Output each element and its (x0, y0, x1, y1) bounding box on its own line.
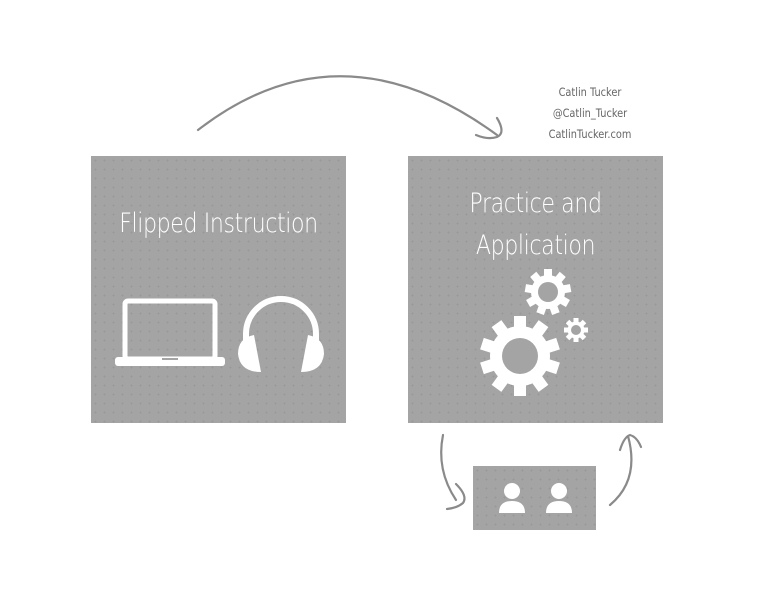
headphones-icon (238, 296, 324, 372)
practice-title-line2: Application (475, 230, 596, 261)
gears-icon (480, 269, 588, 396)
collaboration-box (473, 466, 596, 530)
flipped-instruction-title: Flipped Instruction (119, 208, 318, 239)
credit-name: Catlin Tucker (558, 85, 622, 99)
practice-title-line1: Practice and (469, 188, 602, 219)
flipped-instruction-box: Flipped Instruction (91, 156, 346, 423)
credit-website: CatlinTucker.com (548, 127, 632, 141)
credit-handle: @Catlin_Tucker (552, 106, 628, 120)
person-icon (499, 483, 525, 513)
person-icon (546, 483, 572, 513)
practice-application-box: Practice and Application (408, 156, 663, 423)
laptop-icon (115, 298, 225, 366)
